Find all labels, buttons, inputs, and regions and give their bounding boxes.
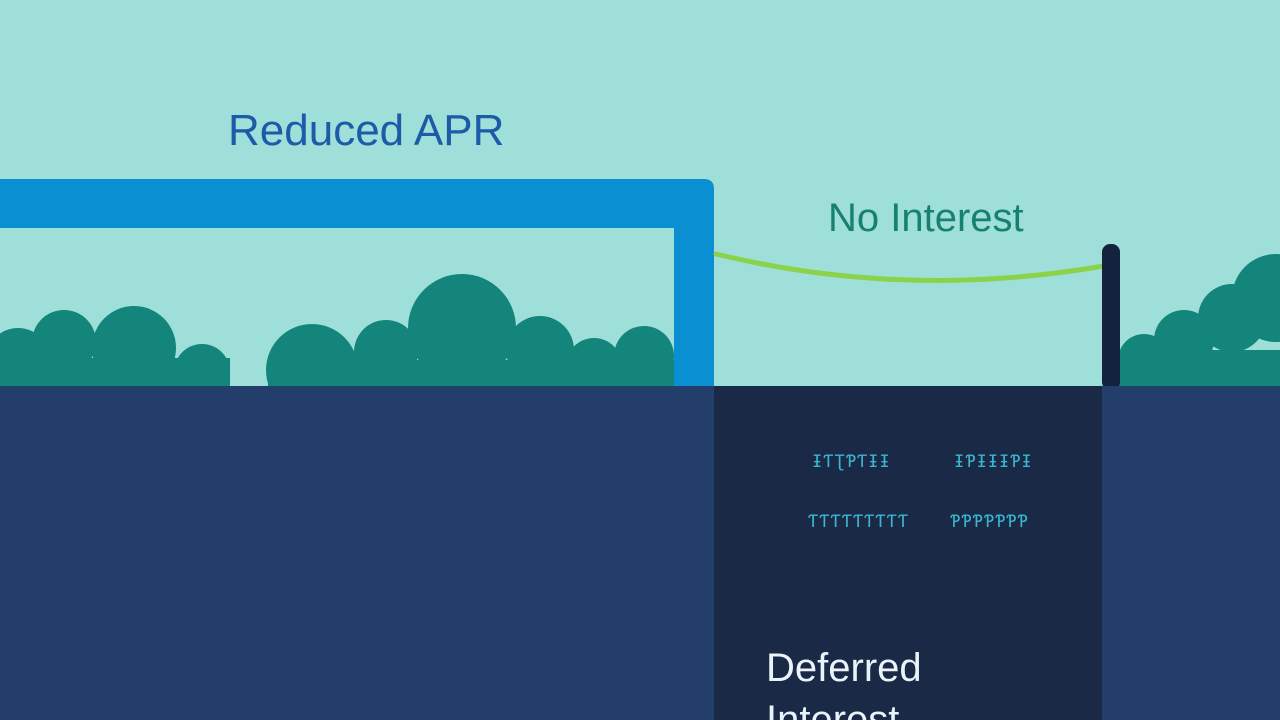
reduced-apr-label: Reduced APR bbox=[228, 106, 505, 155]
illegible-text-2b: ƤƤƤƤƤƤƤ bbox=[950, 512, 1029, 532]
deferred-interest-pit bbox=[714, 386, 1102, 720]
illegible-text-1b: ƗƤƗƗƗƤƗ bbox=[954, 452, 1033, 472]
illegible-text-1a: ƗƬƮƤƬƗƗ bbox=[812, 452, 891, 472]
no-interest-label: No Interest bbox=[828, 196, 1024, 240]
no-interest-rope bbox=[713, 251, 1107, 283]
deferred-interest-label-text: Deferred Interest bbox=[766, 646, 922, 720]
illegible-text-2a: ƬƬƬƬƬƬƬƬƬ bbox=[808, 512, 910, 532]
bush-group-right bbox=[1118, 254, 1280, 388]
reduced-apr-bar bbox=[0, 179, 714, 388]
rope-post bbox=[1102, 244, 1120, 390]
deferred-interest-label: Deferred Interest bbox=[766, 642, 1096, 720]
